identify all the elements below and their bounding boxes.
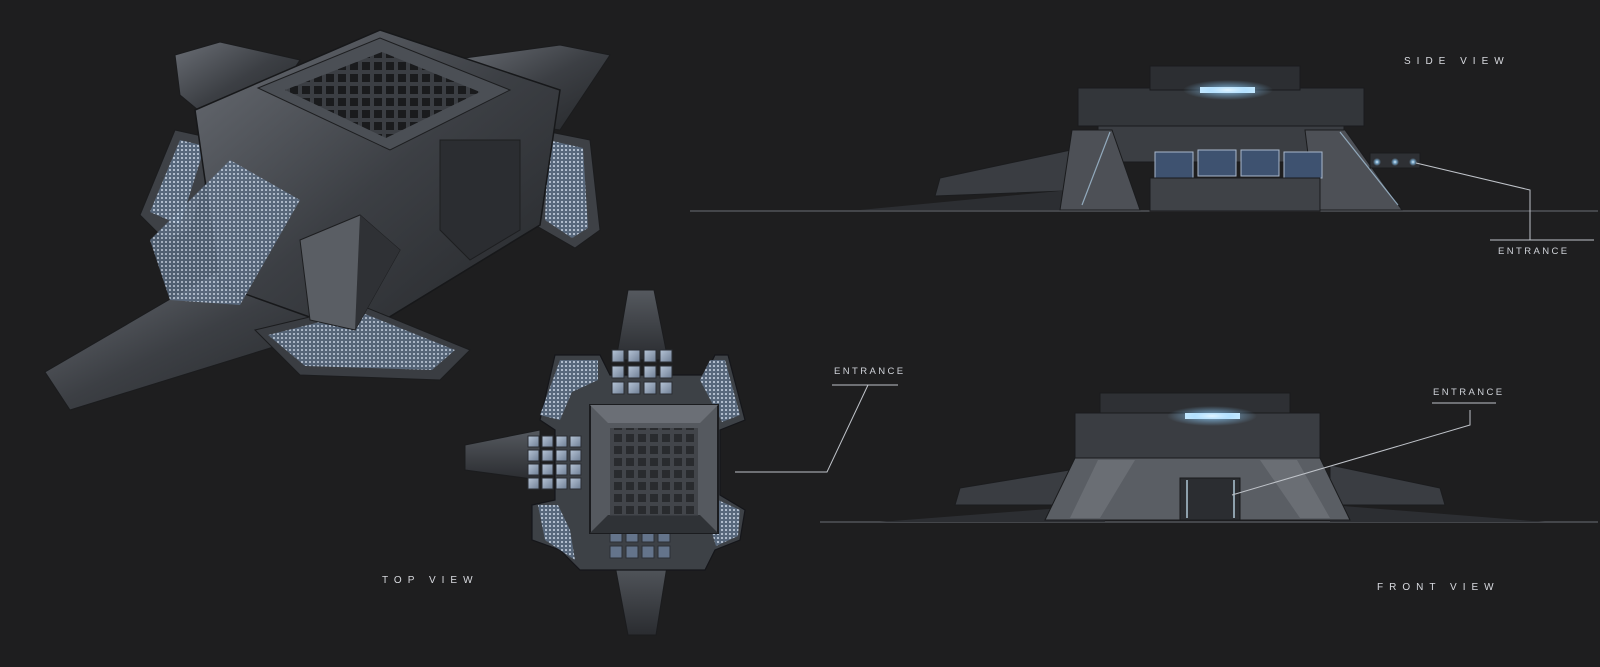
top-view-entrance-leader bbox=[735, 384, 898, 473]
front-view-entrance-label: ENTRANCE bbox=[1433, 387, 1505, 398]
top-view-drawing bbox=[464, 289, 746, 636]
side-view-label: SIDE VIEW bbox=[1404, 56, 1510, 67]
side-view-entrance-label: ENTRANCE bbox=[1498, 246, 1570, 257]
top-view-entrance-label: ENTRANCE bbox=[834, 366, 906, 377]
perspective-view bbox=[44, 29, 611, 411]
top-view-label: TOP VIEW bbox=[382, 575, 479, 586]
side-view-drawing bbox=[690, 65, 1598, 241]
front-view-drawing bbox=[820, 392, 1598, 523]
front-view-label: FRONT VIEW bbox=[1377, 582, 1500, 593]
